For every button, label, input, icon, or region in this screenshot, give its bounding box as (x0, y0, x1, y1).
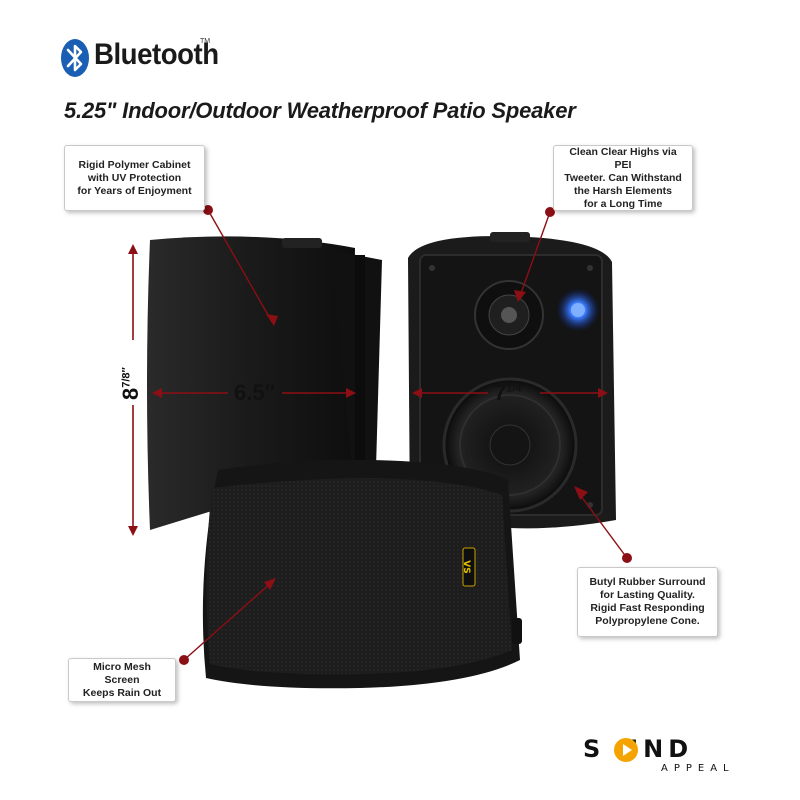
height-dimension-fraction: 7/8″ (120, 367, 133, 388)
callout-pointers (179, 205, 632, 665)
logo-subtitle: APPEAL (661, 763, 735, 774)
speaker-side-view (147, 236, 382, 530)
callout-mesh-screen: Micro Mesh Screen Keeps Rain Out (68, 658, 176, 702)
width-dimension-label: 6.5″ (234, 380, 276, 405)
depth-dimension-label: 71/4″ (494, 380, 527, 406)
page-title: 5.25" Indoor/Outdoor Weatherproof Patio … (64, 98, 576, 123)
bluetooth-logo: Bluetooth TM (60, 38, 230, 80)
height-dimension-label: 87/8″ (118, 367, 144, 400)
callout-cabinet: Rigid Polymer Cabinet with UV Protection… (64, 145, 205, 211)
callout-woofer: Butyl Rubber Surround for Lasting Qualit… (577, 567, 718, 637)
depth-dimension-main: 7 (494, 380, 507, 405)
depth-dimension-fraction: 1/4″ (506, 382, 527, 395)
speaker-front-view (408, 232, 616, 529)
speaker-grille-view: VS (202, 459, 522, 689)
sound-appeal-logo: S UND APPEAL (583, 735, 768, 775)
callout-tweeter: Clean Clear Highs via PEI Tweeter. Can W… (553, 145, 693, 211)
height-dimension-main: 8 (118, 387, 143, 400)
trademark-mark: TM (200, 38, 211, 45)
dimension-arrows (128, 244, 608, 536)
bluetooth-icon (61, 39, 89, 77)
svg-text:VS: VS (461, 560, 471, 573)
bluetooth-wordmark: Bluetooth (94, 38, 219, 71)
play-icon (614, 738, 638, 762)
